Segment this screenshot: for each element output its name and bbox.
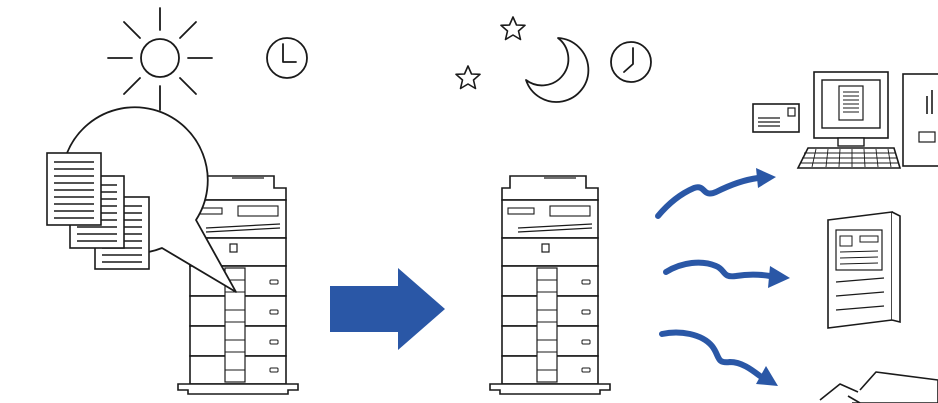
multifunction-printer-icon xyxy=(490,176,610,394)
desktop-computer-icon xyxy=(798,72,938,168)
email-envelope-icon xyxy=(753,104,799,132)
star-icon xyxy=(456,66,480,89)
clock-icon xyxy=(267,38,307,78)
clock-icon xyxy=(611,42,651,82)
fax-machine-icon xyxy=(820,372,938,403)
right-arrow-icon xyxy=(330,268,445,350)
moon-icon xyxy=(526,38,588,102)
server-tower-icon xyxy=(828,212,900,328)
wavy-arrow-right-icon xyxy=(666,263,790,288)
curved-arrow-down-icon xyxy=(662,333,778,387)
star-icon xyxy=(501,17,525,40)
curved-arrow-up-icon xyxy=(658,168,776,216)
sun-icon xyxy=(108,8,212,110)
